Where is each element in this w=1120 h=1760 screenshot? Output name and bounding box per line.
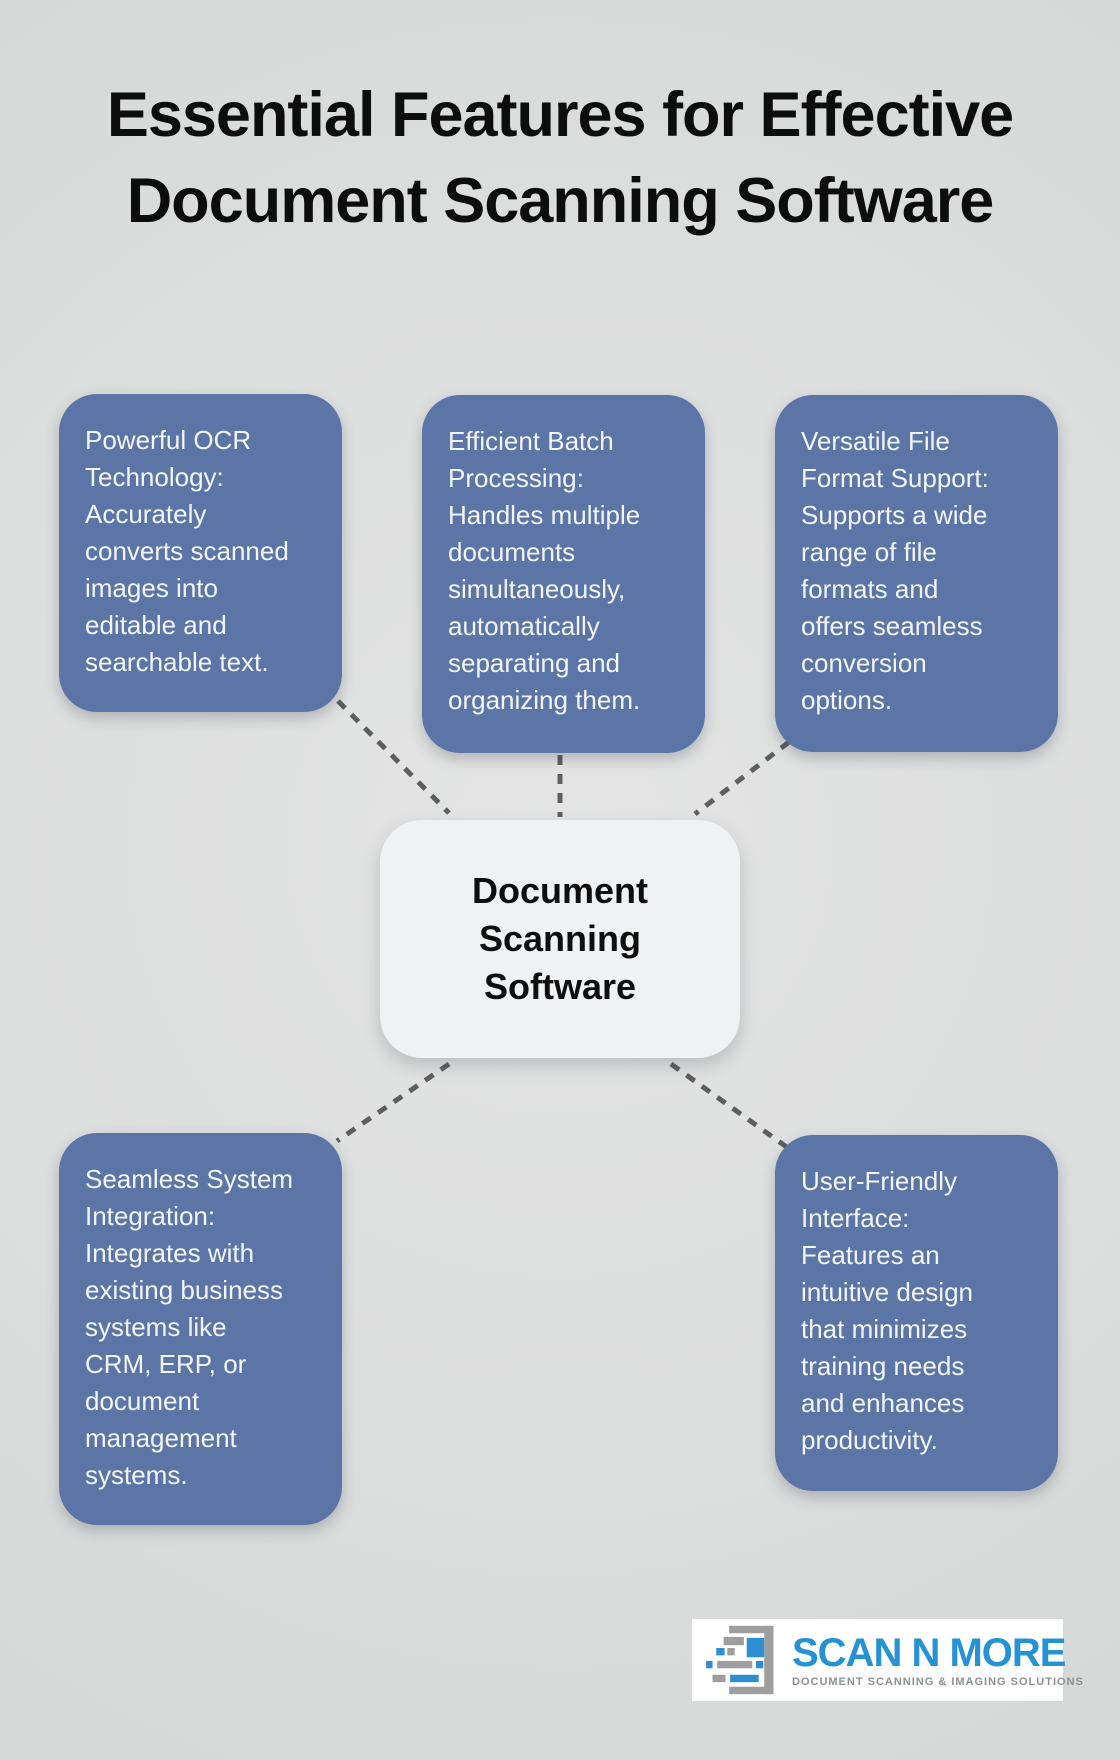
feature-box-ui: User-Friendly Interface: Features an int… bbox=[775, 1135, 1058, 1491]
feature-box-ocr: Powerful OCR Technology: Accurately conv… bbox=[59, 394, 342, 712]
scan-document-icon bbox=[706, 1625, 774, 1695]
logo-text-column: SCAN N MORE DOCUMENT SCANNING & IMAGING … bbox=[792, 1633, 1084, 1688]
feature-text-ui: User-Friendly Interface: Features an int… bbox=[801, 1166, 973, 1455]
feature-text-batch: Efficient Batch Processing: Handles mult… bbox=[448, 426, 641, 715]
page-title: Essential Features for Effective Documen… bbox=[106, 80, 1014, 236]
feature-box-format: Versatile File Format Support: Supports … bbox=[775, 395, 1058, 752]
logo: SCAN N MORE DOCUMENT SCANNING & IMAGING … bbox=[692, 1619, 1083, 1701]
center-node: Document Scanning Software bbox=[380, 820, 740, 1058]
feature-box-batch: Efficient Batch Processing: Handles mult… bbox=[422, 395, 705, 753]
connector-line bbox=[335, 1061, 451, 1144]
center-node-label: Document Scanning Software bbox=[471, 870, 648, 1007]
connector-line bbox=[693, 740, 791, 816]
feature-text-ocr: Powerful OCR Technology: Accurately conv… bbox=[85, 425, 289, 677]
connector-line bbox=[669, 1061, 790, 1151]
feature-text-integration: Seamless System Integration: Integrates … bbox=[85, 1164, 294, 1490]
logo-tagline: DOCUMENT SCANNING & IMAGING SOLUTIONS bbox=[792, 1675, 1084, 1688]
logo-name: SCAN N MORE bbox=[792, 1630, 1066, 1675]
connector-line bbox=[336, 699, 451, 815]
feature-text-format: Versatile File Format Support: Supports … bbox=[801, 426, 989, 715]
feature-box-integration: Seamless System Integration: Integrates … bbox=[59, 1133, 342, 1525]
